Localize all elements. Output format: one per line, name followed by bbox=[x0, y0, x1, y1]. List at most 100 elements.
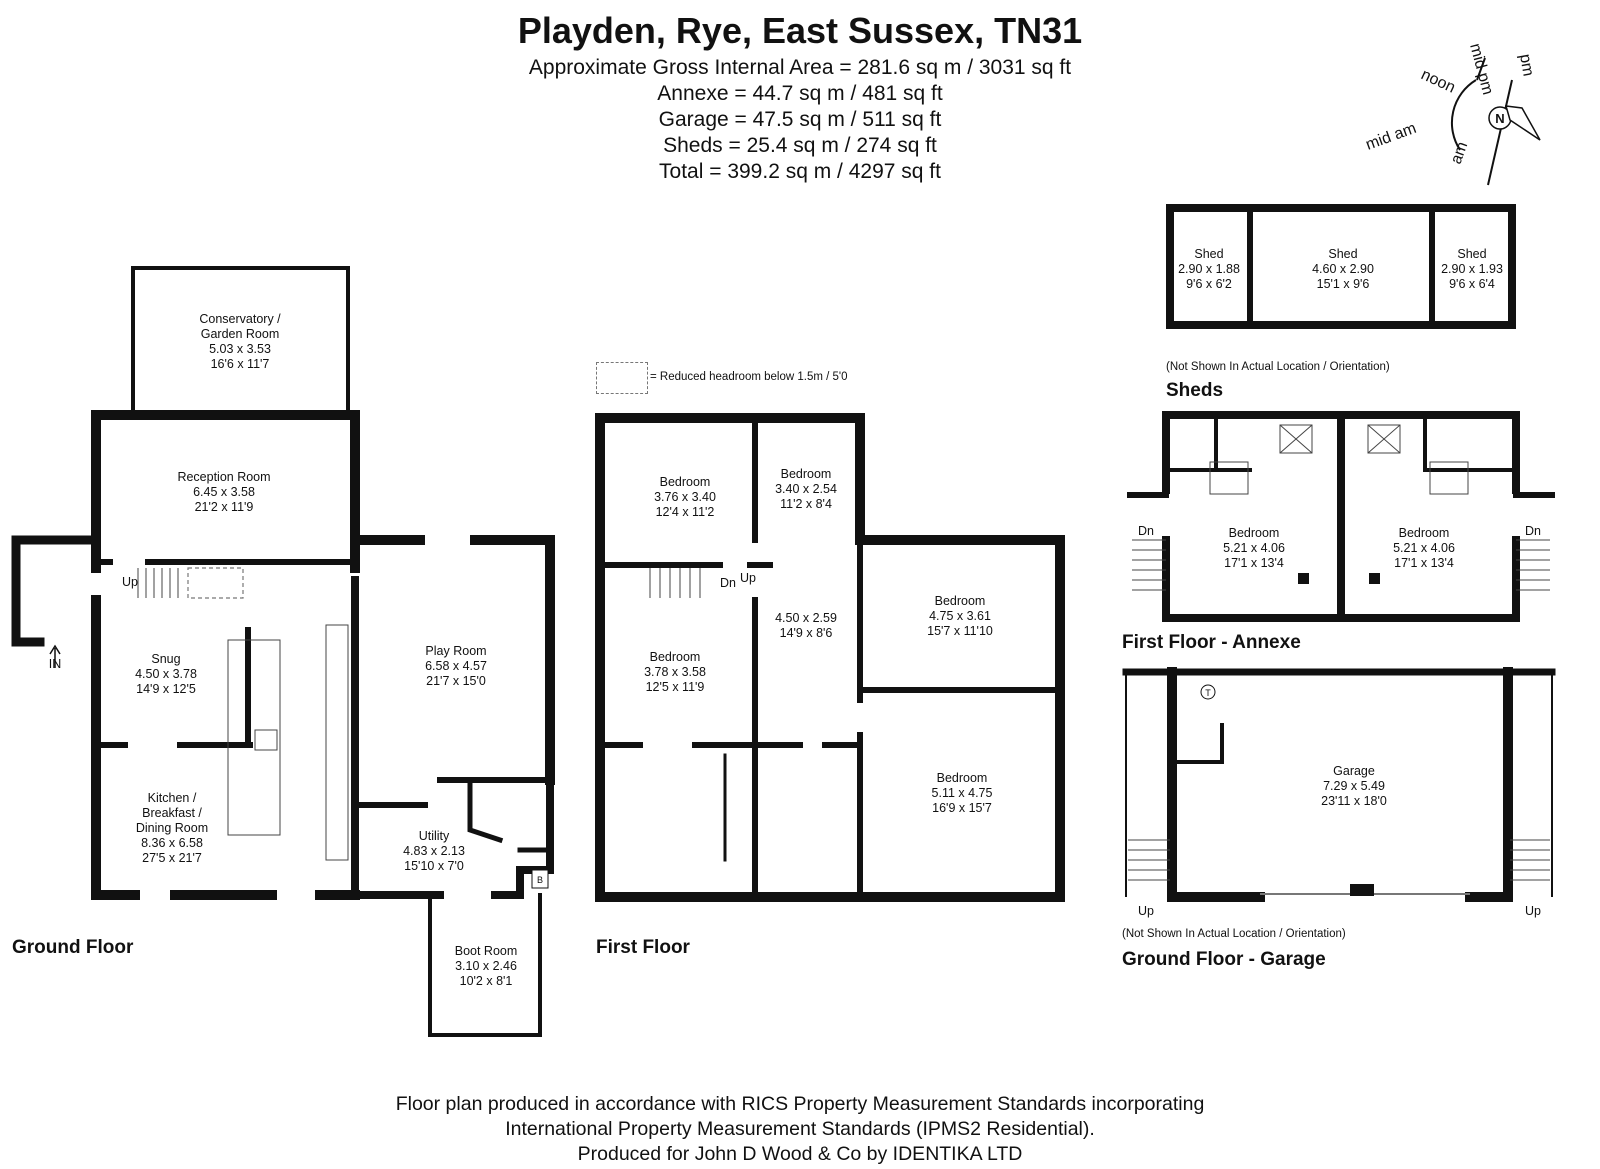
garage-up-left: Up bbox=[1138, 904, 1154, 918]
area-summary: Approximate Gross Internal Area = 281.6 … bbox=[0, 55, 1600, 185]
svg-text:5.03 x 3.53: 5.03 x 3.53 bbox=[209, 342, 271, 356]
svg-text:4.83 x 2.13: 4.83 x 2.13 bbox=[403, 844, 465, 858]
footer-line-1: Floor plan produced in accordance with R… bbox=[395, 1093, 1205, 1115]
compass-north-letter: N bbox=[1495, 111, 1504, 126]
svg-text:Bedroom: Bedroom bbox=[937, 771, 988, 785]
svg-text:23'11 x 18'0: 23'11 x 18'0 bbox=[1321, 794, 1387, 808]
ensuite-wall-a bbox=[1164, 413, 1252, 472]
compass-noon: noon bbox=[1418, 66, 1457, 96]
ff-stair-dn: Dn bbox=[720, 576, 736, 590]
stairs bbox=[137, 539, 1550, 881]
svg-text:Garage: Garage bbox=[1333, 764, 1375, 778]
area-line-garage: Garage = 47.5 sq m / 511 sq ft bbox=[658, 108, 942, 131]
sheds-note: (Not Shown In Actual Location / Orientat… bbox=[1166, 361, 1390, 373]
ground-floor-label: Ground Floor bbox=[12, 937, 134, 958]
svg-text:21'2 x 11'9: 21'2 x 11'9 bbox=[195, 500, 254, 514]
svg-text:Shed: Shed bbox=[1194, 247, 1223, 261]
svg-text:15'7 x 11'10: 15'7 x 11'10 bbox=[927, 624, 993, 638]
ensuite-wall-b bbox=[1423, 413, 1518, 472]
svg-text:3.40 x 2.54: 3.40 x 2.54 bbox=[775, 482, 837, 496]
playroom-bottom-wall bbox=[357, 777, 553, 808]
svg-text:Play Room: Play Room bbox=[425, 644, 486, 658]
svg-text:16'9 x 15'7: 16'9 x 15'7 bbox=[932, 801, 992, 815]
svg-text:14'9 x 8'6: 14'9 x 8'6 bbox=[780, 626, 833, 640]
room-bedroom-3: Bedroom 4.75 x 3.61 15'7 x 11'10 bbox=[927, 594, 993, 638]
compass-mid-pm: mid pm bbox=[1466, 42, 1496, 97]
utility-wall bbox=[351, 776, 554, 899]
area-line-gross: Approximate Gross Internal Area = 281.6 … bbox=[528, 56, 1072, 79]
svg-text:4.50 x 2.59: 4.50 x 2.59 bbox=[775, 611, 837, 625]
garage-tank bbox=[1200, 684, 1216, 700]
boiler-label: B bbox=[537, 875, 543, 885]
gf-stair-up: Up bbox=[122, 575, 138, 589]
room-annexe-bedroom-a: Bedroom 5.21 x 4.06 17'1 x 13'4 bbox=[1223, 526, 1285, 570]
annexe-dn-left: Dn bbox=[1138, 524, 1154, 538]
svg-text:3.10 x 2.46: 3.10 x 2.46 bbox=[455, 959, 517, 973]
svg-text:8.36 x 6.58: 8.36 x 6.58 bbox=[141, 836, 203, 850]
svg-text:4.50 x 3.78: 4.50 x 3.78 bbox=[135, 667, 197, 681]
room-bedroom-1: Bedroom 3.76 x 3.40 12'4 x 11'2 bbox=[654, 475, 716, 519]
room-garage: Garage 7.29 x 5.49 23'11 x 18'0 bbox=[1321, 764, 1387, 808]
svg-text:Utility: Utility bbox=[419, 829, 450, 843]
page-title: Playden, Rye, East Sussex, TN31 bbox=[517, 10, 1083, 51]
boiler-box bbox=[531, 869, 549, 889]
entrance-arrow-icon bbox=[49, 644, 61, 668]
area-line-total: Total = 399.2 sq m / 4297 sq ft bbox=[659, 160, 941, 183]
entrance-label: IN bbox=[49, 657, 62, 671]
svg-text:4.60 x 2.90: 4.60 x 2.90 bbox=[1312, 262, 1374, 276]
svg-text:3.76 x 3.40: 3.76 x 3.40 bbox=[654, 490, 716, 504]
svg-text:11'2 x 8'4: 11'2 x 8'4 bbox=[780, 497, 832, 511]
svg-text:Snug: Snug bbox=[151, 652, 180, 666]
shed-dividers bbox=[1247, 205, 1435, 328]
svg-text:2.90 x 1.93: 2.90 x 1.93 bbox=[1441, 262, 1503, 276]
room-bedroom-5: Bedroom 5.11 x 4.75 16'9 x 15'7 bbox=[932, 771, 993, 815]
svg-text:Bedroom: Bedroom bbox=[935, 594, 986, 608]
svg-text:4.75 x 3.61: 4.75 x 3.61 bbox=[929, 609, 991, 623]
room-kitchen: Kitchen / Breakfast / Dining Room 8.36 x… bbox=[136, 791, 208, 865]
svg-text:Bedroom: Bedroom bbox=[650, 650, 701, 664]
ff-stair-up: Up bbox=[740, 571, 756, 585]
svg-text:Bedroom: Bedroom bbox=[1399, 526, 1450, 540]
garage-tank-label: T bbox=[1205, 688, 1211, 698]
svg-text:Reception Room: Reception Room bbox=[177, 470, 270, 484]
room-bedroom-4: Bedroom 3.78 x 3.58 12'5 x 11'9 bbox=[644, 650, 706, 694]
svg-text:12'5 x 11'9: 12'5 x 11'9 bbox=[646, 680, 705, 694]
garage-label: Ground Floor - Garage bbox=[1122, 949, 1326, 970]
room-shed-3: Shed 2.90 x 1.93 9'6 x 6'4 bbox=[1441, 247, 1503, 291]
svg-text:7.29 x 5.49: 7.29 x 5.49 bbox=[1323, 779, 1385, 793]
svg-text:Dining Room: Dining Room bbox=[136, 821, 208, 835]
reception-wall bbox=[91, 410, 360, 573]
svg-text:Bedroom: Bedroom bbox=[781, 467, 832, 481]
garage-note: (Not Shown In Actual Location / Orientat… bbox=[1122, 928, 1346, 940]
room-annexe-bedroom-b: Bedroom 5.21 x 4.06 17'1 x 13'4 bbox=[1393, 526, 1455, 570]
sheds-outline bbox=[1166, 204, 1516, 329]
svg-text:14'9 x 12'5: 14'9 x 12'5 bbox=[136, 682, 196, 696]
playroom-wall bbox=[350, 535, 555, 785]
svg-text:3.78 x 3.58: 3.78 x 3.58 bbox=[644, 665, 706, 679]
compass-am: am bbox=[1448, 140, 1472, 167]
svg-text:Kitchen /: Kitchen / bbox=[148, 791, 197, 805]
annexe-dn-right: Dn bbox=[1525, 524, 1541, 538]
footer-line-2: International Property Measurement Stand… bbox=[505, 1118, 1095, 1140]
svg-text:Shed: Shed bbox=[1328, 247, 1357, 261]
porch-wall bbox=[11, 535, 101, 647]
room-snug: Snug 4.50 x 3.78 14'9 x 12'5 bbox=[135, 652, 197, 696]
svg-text:10'2 x 8'1: 10'2 x 8'1 bbox=[460, 974, 513, 988]
svg-text:12'4 x 11'2: 12'4 x 11'2 bbox=[656, 505, 715, 519]
svg-text:27'5 x 21'7: 27'5 x 21'7 bbox=[142, 851, 202, 865]
svg-text:9'6 x 6'4: 9'6 x 6'4 bbox=[1449, 277, 1495, 291]
svg-text:2.90 x 1.88: 2.90 x 1.88 bbox=[1178, 262, 1240, 276]
compass-icon: N mid pm pm noon mid am am bbox=[1364, 42, 1541, 186]
room-play: Play Room 6.58 x 4.57 21'7 x 15'0 bbox=[425, 644, 487, 688]
svg-text:15'1 x 9'6: 15'1 x 9'6 bbox=[1317, 277, 1370, 291]
room-bedroom-2: Bedroom 3.40 x 2.54 11'2 x 8'4 bbox=[775, 467, 837, 511]
sheds-label: Sheds bbox=[1166, 380, 1224, 401]
garage-wc-wall bbox=[1170, 723, 1224, 764]
walls bbox=[11, 204, 1556, 1037]
svg-text:Garden Room: Garden Room bbox=[201, 327, 280, 341]
room-landing: 4.50 x 2.59 14'9 x 8'6 bbox=[775, 611, 837, 640]
reduced-headroom-swatch bbox=[596, 362, 648, 394]
room-boot: Boot Room 3.10 x 2.46 10'2 x 8'1 bbox=[455, 944, 518, 988]
svg-text:17'1 x 13'4: 17'1 x 13'4 bbox=[1224, 556, 1284, 570]
